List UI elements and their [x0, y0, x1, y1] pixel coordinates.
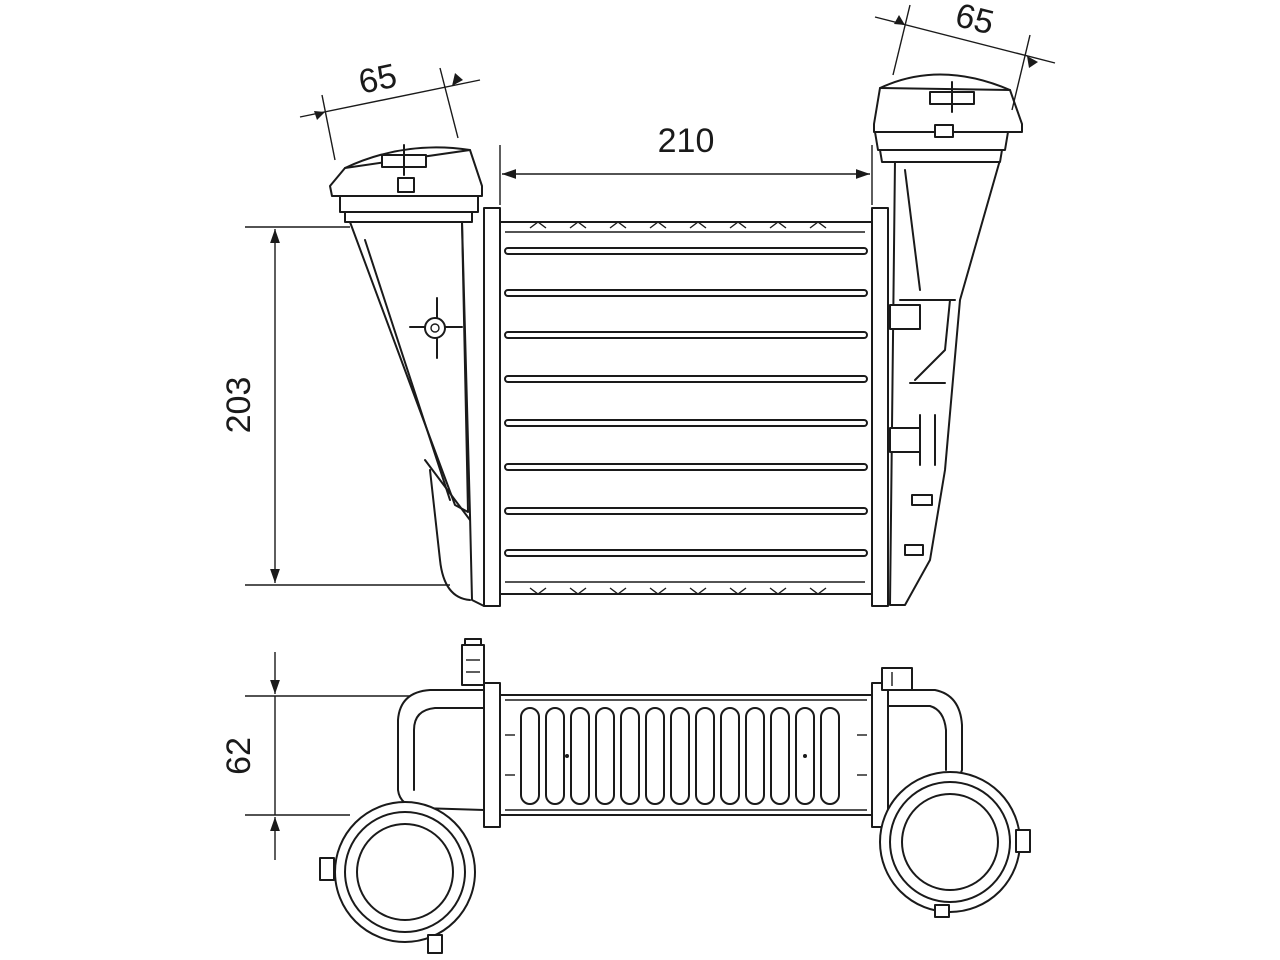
- core-height-label: 203: [220, 377, 258, 434]
- dimension-left-pipe: 65: [299, 57, 481, 161]
- right-elbow-port: [879, 667, 1031, 918]
- radiator-core: [483, 207, 889, 607]
- core-slots: [520, 707, 840, 805]
- core-depth-label: 62: [220, 737, 258, 775]
- left-elbow-port: [319, 638, 485, 954]
- right-outlet-tank: [873, 73, 1023, 606]
- left-pipe-width-label: 65: [355, 57, 400, 102]
- core-tubes: [504, 247, 868, 557]
- bottom-view: 62: [220, 638, 1031, 954]
- dimension-core-width: 210: [499, 122, 873, 205]
- core-bottom: [483, 682, 889, 828]
- right-pipe-width-label: 65: [952, 0, 998, 42]
- dimension-core-height: 203: [220, 226, 450, 586]
- front-view: 210 203 65 65: [220, 0, 1056, 607]
- left-inlet-tank: [329, 144, 485, 607]
- core-width-label: 210: [658, 122, 715, 160]
- dimension-core-depth: 62: [220, 652, 410, 860]
- dimension-right-pipe: 65: [874, 0, 1056, 111]
